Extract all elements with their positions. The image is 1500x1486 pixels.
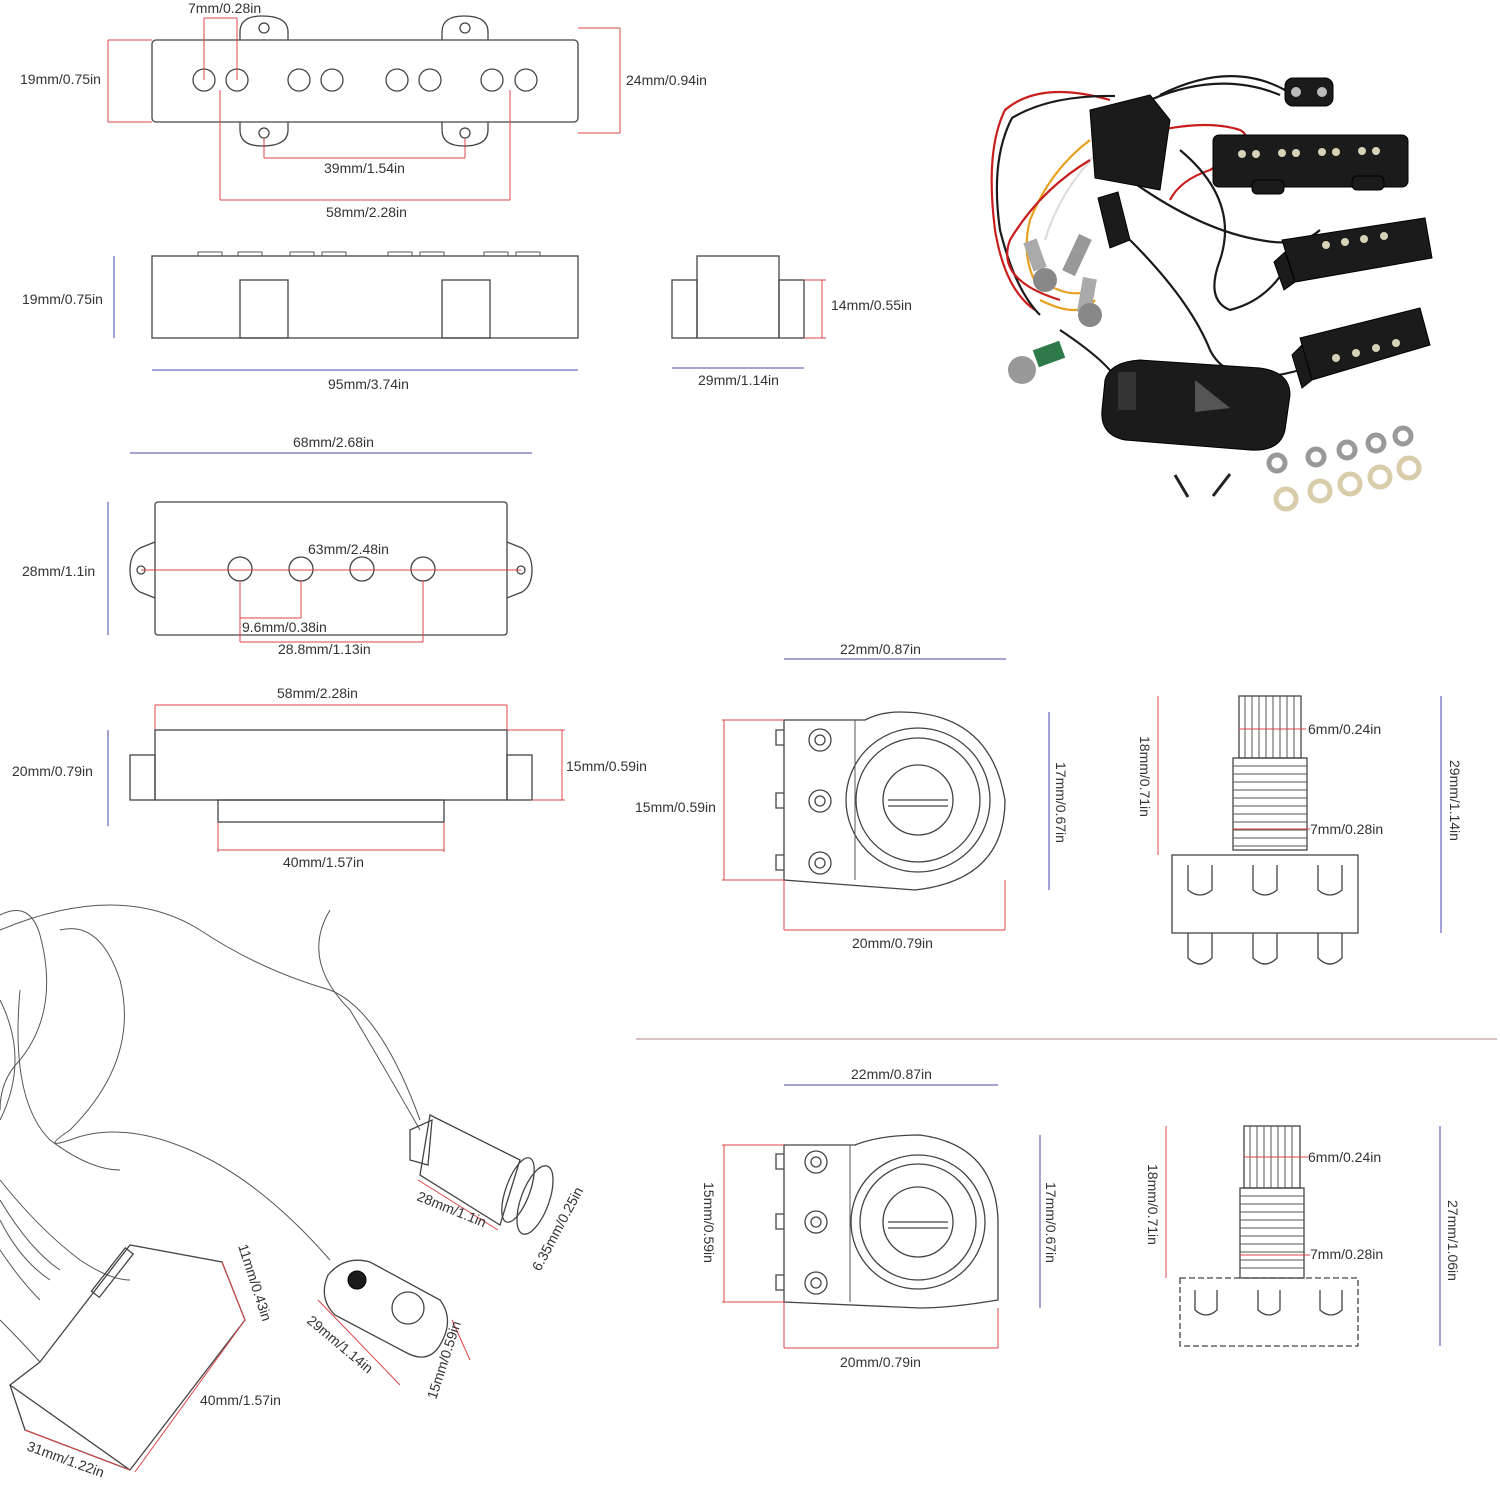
jazz-end-height-label: 14mm/0.55in [831,297,912,313]
pot-a-body-width-label: 20mm/0.79in [852,935,933,951]
p-body-height-label: 15mm/0.59in [566,758,647,774]
pot-b-width-label: 22mm/0.87in [851,1066,932,1082]
jazz-height-ears-label: 24mm/0.94in [626,72,707,88]
preamp-box-sketch: 11mm/0.43in 40mm/1.57in 31mm/1.22in [8,1242,281,1481]
p-pickup-top-view: 68mm/2.68in 28mm/1.1in 63mm/2.48in 9.6mm… [22,434,533,657]
jack-dia-label: 6.35mm/0.25in [529,1184,587,1273]
p-pole-span-label: 28.8mm/1.13in [278,641,371,657]
pot-b-lug-height-label: 15mm/0.59in [701,1182,717,1263]
jazz-side-height-label: 19mm/0.75in [22,291,103,307]
pot-a-width-label: 22mm/0.87in [840,641,921,657]
pot-b-body-width-label: 20mm/0.79in [840,1354,921,1370]
pot-a-shaft-length-label: 18mm/0.71in [1137,736,1153,817]
pot-b-shaft-length-label: 18mm/0.71in [1145,1164,1161,1245]
pot-a-lug-height-label: 15mm/0.59in [635,799,716,815]
jazz-pickup-icon [1212,134,1409,195]
p-height-label: 28mm/1.1in [22,563,95,579]
pot-b-side-view: 6mm/0.24in 7mm/0.28in 18mm/0.71in 27mm/1… [1145,1125,1461,1347]
pot-a-side-view: 6mm/0.24in 7mm/0.28in 18mm/0.71in 29mm/1… [1137,695,1463,965]
battery-snap-icon [1284,77,1334,107]
wiring-harness-sketch [0,904,421,1363]
product-photo [990,75,1433,512]
preamp-module-icon [1089,94,1171,191]
jazz-pickup-top-view: 7mm/0.28in 19mm/0.75in 24mm/0.94in 39mm/… [20,0,707,220]
screw-icon [1173,473,1232,498]
jazz-pole-span-label: 58mm/2.28in [326,204,407,220]
jazz-end-width-label: 29mm/1.14in [698,372,779,388]
preamp-length-label: 40mm/1.57in [200,1392,281,1408]
pot-b-body-height-label: 17mm/0.67in [1043,1182,1059,1263]
pot-a-front-view: 22mm/0.87in 15mm/0.59in 17mm/0.67in 20mm… [635,641,1069,951]
jazz-height-label: 19mm/0.75in [20,71,101,87]
jazz-pole-spacing-label: 7mm/0.28in [188,0,261,16]
potentiometer-icon [1008,191,1131,384]
output-jack-sketch: 28mm/1.1in 6.35mm/0.25in [409,1114,587,1273]
jazz-pickup-side-view: 19mm/0.75in 95mm/3.74in [22,251,579,392]
pot-b-front-view: 22mm/0.87in 15mm/0.59in 17mm/0.67in 20mm… [701,1066,1059,1370]
battery-clip-sketch: 29mm/1.14in 15mm/0.59in [304,1259,471,1401]
p-pole-pieces [227,556,436,582]
p-mount-span-label: 63mm/2.48in [308,541,389,557]
pot-b-thread-dia-label: 7mm/0.28in [1310,1246,1383,1262]
p-pickup-side-view: 58mm/2.28in 20mm/0.79in 15mm/0.59in 40mm… [12,685,647,870]
pot-b-total-height-label: 27mm/1.06in [1445,1200,1461,1281]
battery-clip-width-label: 15mm/0.59in [424,1319,464,1401]
washer-icon [1266,425,1422,512]
pot-b-shaft-dia-label: 6mm/0.24in [1308,1149,1381,1165]
p-body-length-label: 58mm/2.28in [277,685,358,701]
jazz-length-label: 95mm/3.74in [328,376,409,392]
pot-a-shaft-dia-label: 6mm/0.24in [1308,721,1381,737]
pot-a-thread-dia-label: 7mm/0.28in [1310,821,1383,837]
battery-clip-length-label: 29mm/1.14in [304,1312,376,1376]
p-base-length-label: 40mm/1.57in [283,854,364,870]
battery-box-icon [1101,359,1291,451]
jazz-pole-pieces [192,68,538,92]
p-side-height-label: 20mm/0.79in [12,763,93,779]
pot-a-body-height-label: 17mm/0.67in [1053,762,1069,843]
jazz-mount-spacing-label: 39mm/1.54in [324,160,405,176]
p-pickup-icon [1273,217,1433,389]
p-pole-spacing-label: 9.6mm/0.38in [242,619,327,635]
jazz-pickup-end-view: 14mm/0.55in 29mm/1.14in [671,255,912,388]
pot-a-total-height-label: 29mm/1.14in [1447,760,1463,841]
p-overall-length-label: 68mm/2.68in [293,434,374,450]
